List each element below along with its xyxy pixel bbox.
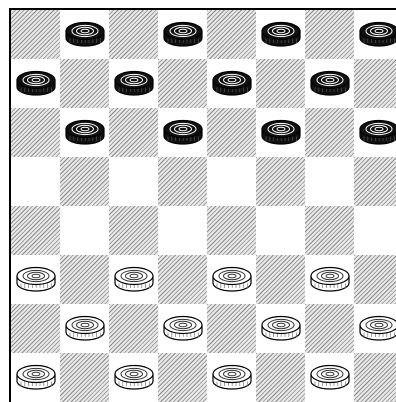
board-square-r3-c3[interactable] (109, 108, 158, 157)
board-square-r7-c8[interactable] (354, 304, 396, 353)
board-square-r2-c2[interactable] (60, 59, 109, 108)
board-square-r6-c5[interactable] (207, 255, 256, 304)
board-square-r8-c2[interactable] (60, 353, 109, 402)
board-square-r5-c1[interactable] (11, 206, 60, 255)
white-checker-icon[interactable] (64, 313, 106, 345)
board-square-r3-c5[interactable] (207, 108, 256, 157)
board-square-r4-c5[interactable] (207, 157, 256, 206)
board-square-r3-c1[interactable] (11, 108, 60, 157)
board-square-r8-c3[interactable] (109, 353, 158, 402)
black-checker-icon[interactable] (211, 68, 253, 100)
board-square-r5-c5[interactable] (207, 206, 256, 255)
board-square-r4-c2[interactable] (60, 157, 109, 206)
board-square-r7-c1[interactable] (11, 304, 60, 353)
black-checker-icon[interactable] (260, 19, 302, 51)
board-square-r2-c6[interactable] (256, 59, 305, 108)
board-square-r5-c3[interactable] (109, 206, 158, 255)
board-square-r4-c6[interactable] (256, 157, 305, 206)
white-checker-icon[interactable] (162, 313, 204, 345)
board-square-r1-c2[interactable] (60, 10, 109, 59)
board-square-r7-c7[interactable] (305, 304, 354, 353)
checkers-board (9, 8, 396, 402)
board-square-r6-c8[interactable] (354, 255, 396, 304)
black-checker-icon[interactable] (162, 19, 204, 51)
board-square-r2-c4[interactable] (158, 59, 207, 108)
board-square-r4-c1[interactable] (11, 157, 60, 206)
white-checker-icon[interactable] (358, 313, 396, 345)
white-checker-icon[interactable] (15, 362, 57, 394)
board-square-r8-c8[interactable] (354, 353, 396, 402)
board-square-r6-c3[interactable] (109, 255, 158, 304)
black-checker-icon[interactable] (358, 117, 396, 149)
board-square-r2-c5[interactable] (207, 59, 256, 108)
board-square-r7-c3[interactable] (109, 304, 158, 353)
board-square-r6-c1[interactable] (11, 255, 60, 304)
board-square-r8-c5[interactable] (207, 353, 256, 402)
board-square-r4-c8[interactable] (354, 157, 396, 206)
board-square-r8-c7[interactable] (305, 353, 354, 402)
board-square-r1-c7[interactable] (305, 10, 354, 59)
board-square-r7-c5[interactable] (207, 304, 256, 353)
white-checker-icon[interactable] (211, 362, 253, 394)
white-checker-icon[interactable] (260, 313, 302, 345)
white-checker-icon[interactable] (15, 264, 57, 296)
board-square-r4-c4[interactable] (158, 157, 207, 206)
black-checker-icon[interactable] (64, 19, 106, 51)
board-square-r6-c2[interactable] (60, 255, 109, 304)
board-square-r5-c4[interactable] (158, 206, 207, 255)
board-square-r5-c2[interactable] (60, 206, 109, 255)
board-square-r3-c2[interactable] (60, 108, 109, 157)
board-square-r1-c1[interactable] (11, 10, 60, 59)
black-checker-icon[interactable] (162, 117, 204, 149)
board-square-r5-c6[interactable] (256, 206, 305, 255)
white-checker-icon[interactable] (211, 264, 253, 296)
board-square-r4-c3[interactable] (109, 157, 158, 206)
board-square-r6-c4[interactable] (158, 255, 207, 304)
board-square-r5-c7[interactable] (305, 206, 354, 255)
board-square-r1-c4[interactable] (158, 10, 207, 59)
board-square-r2-c1[interactable] (11, 59, 60, 108)
board-square-r1-c6[interactable] (256, 10, 305, 59)
board-square-r3-c8[interactable] (354, 108, 396, 157)
board-square-r6-c7[interactable] (305, 255, 354, 304)
black-checker-icon[interactable] (113, 68, 155, 100)
board-square-r3-c4[interactable] (158, 108, 207, 157)
board-square-r4-c7[interactable] (305, 157, 354, 206)
board-square-r7-c4[interactable] (158, 304, 207, 353)
board-square-r6-c6[interactable] (256, 255, 305, 304)
board-square-r3-c7[interactable] (305, 108, 354, 157)
board-square-r7-c2[interactable] (60, 304, 109, 353)
board-square-r8-c1[interactable] (11, 353, 60, 402)
black-checker-icon[interactable] (15, 68, 57, 100)
board-square-r3-c6[interactable] (256, 108, 305, 157)
black-checker-icon[interactable] (358, 19, 396, 51)
white-checker-icon[interactable] (309, 362, 351, 394)
board-square-r2-c3[interactable] (109, 59, 158, 108)
black-checker-icon[interactable] (309, 68, 351, 100)
board-square-r2-c7[interactable] (305, 59, 354, 108)
board-square-r8-c6[interactable] (256, 353, 305, 402)
board-square-r1-c5[interactable] (207, 10, 256, 59)
board-square-r5-c8[interactable] (354, 206, 396, 255)
board-square-r7-c6[interactable] (256, 304, 305, 353)
black-checker-icon[interactable] (64, 117, 106, 149)
board-square-r8-c4[interactable] (158, 353, 207, 402)
board-square-r1-c3[interactable] (109, 10, 158, 59)
board-square-r1-c8[interactable] (354, 10, 396, 59)
white-checker-icon[interactable] (113, 264, 155, 296)
black-checker-icon[interactable] (260, 117, 302, 149)
board-square-r2-c8[interactable] (354, 59, 396, 108)
white-checker-icon[interactable] (309, 264, 351, 296)
white-checker-icon[interactable] (113, 362, 155, 394)
